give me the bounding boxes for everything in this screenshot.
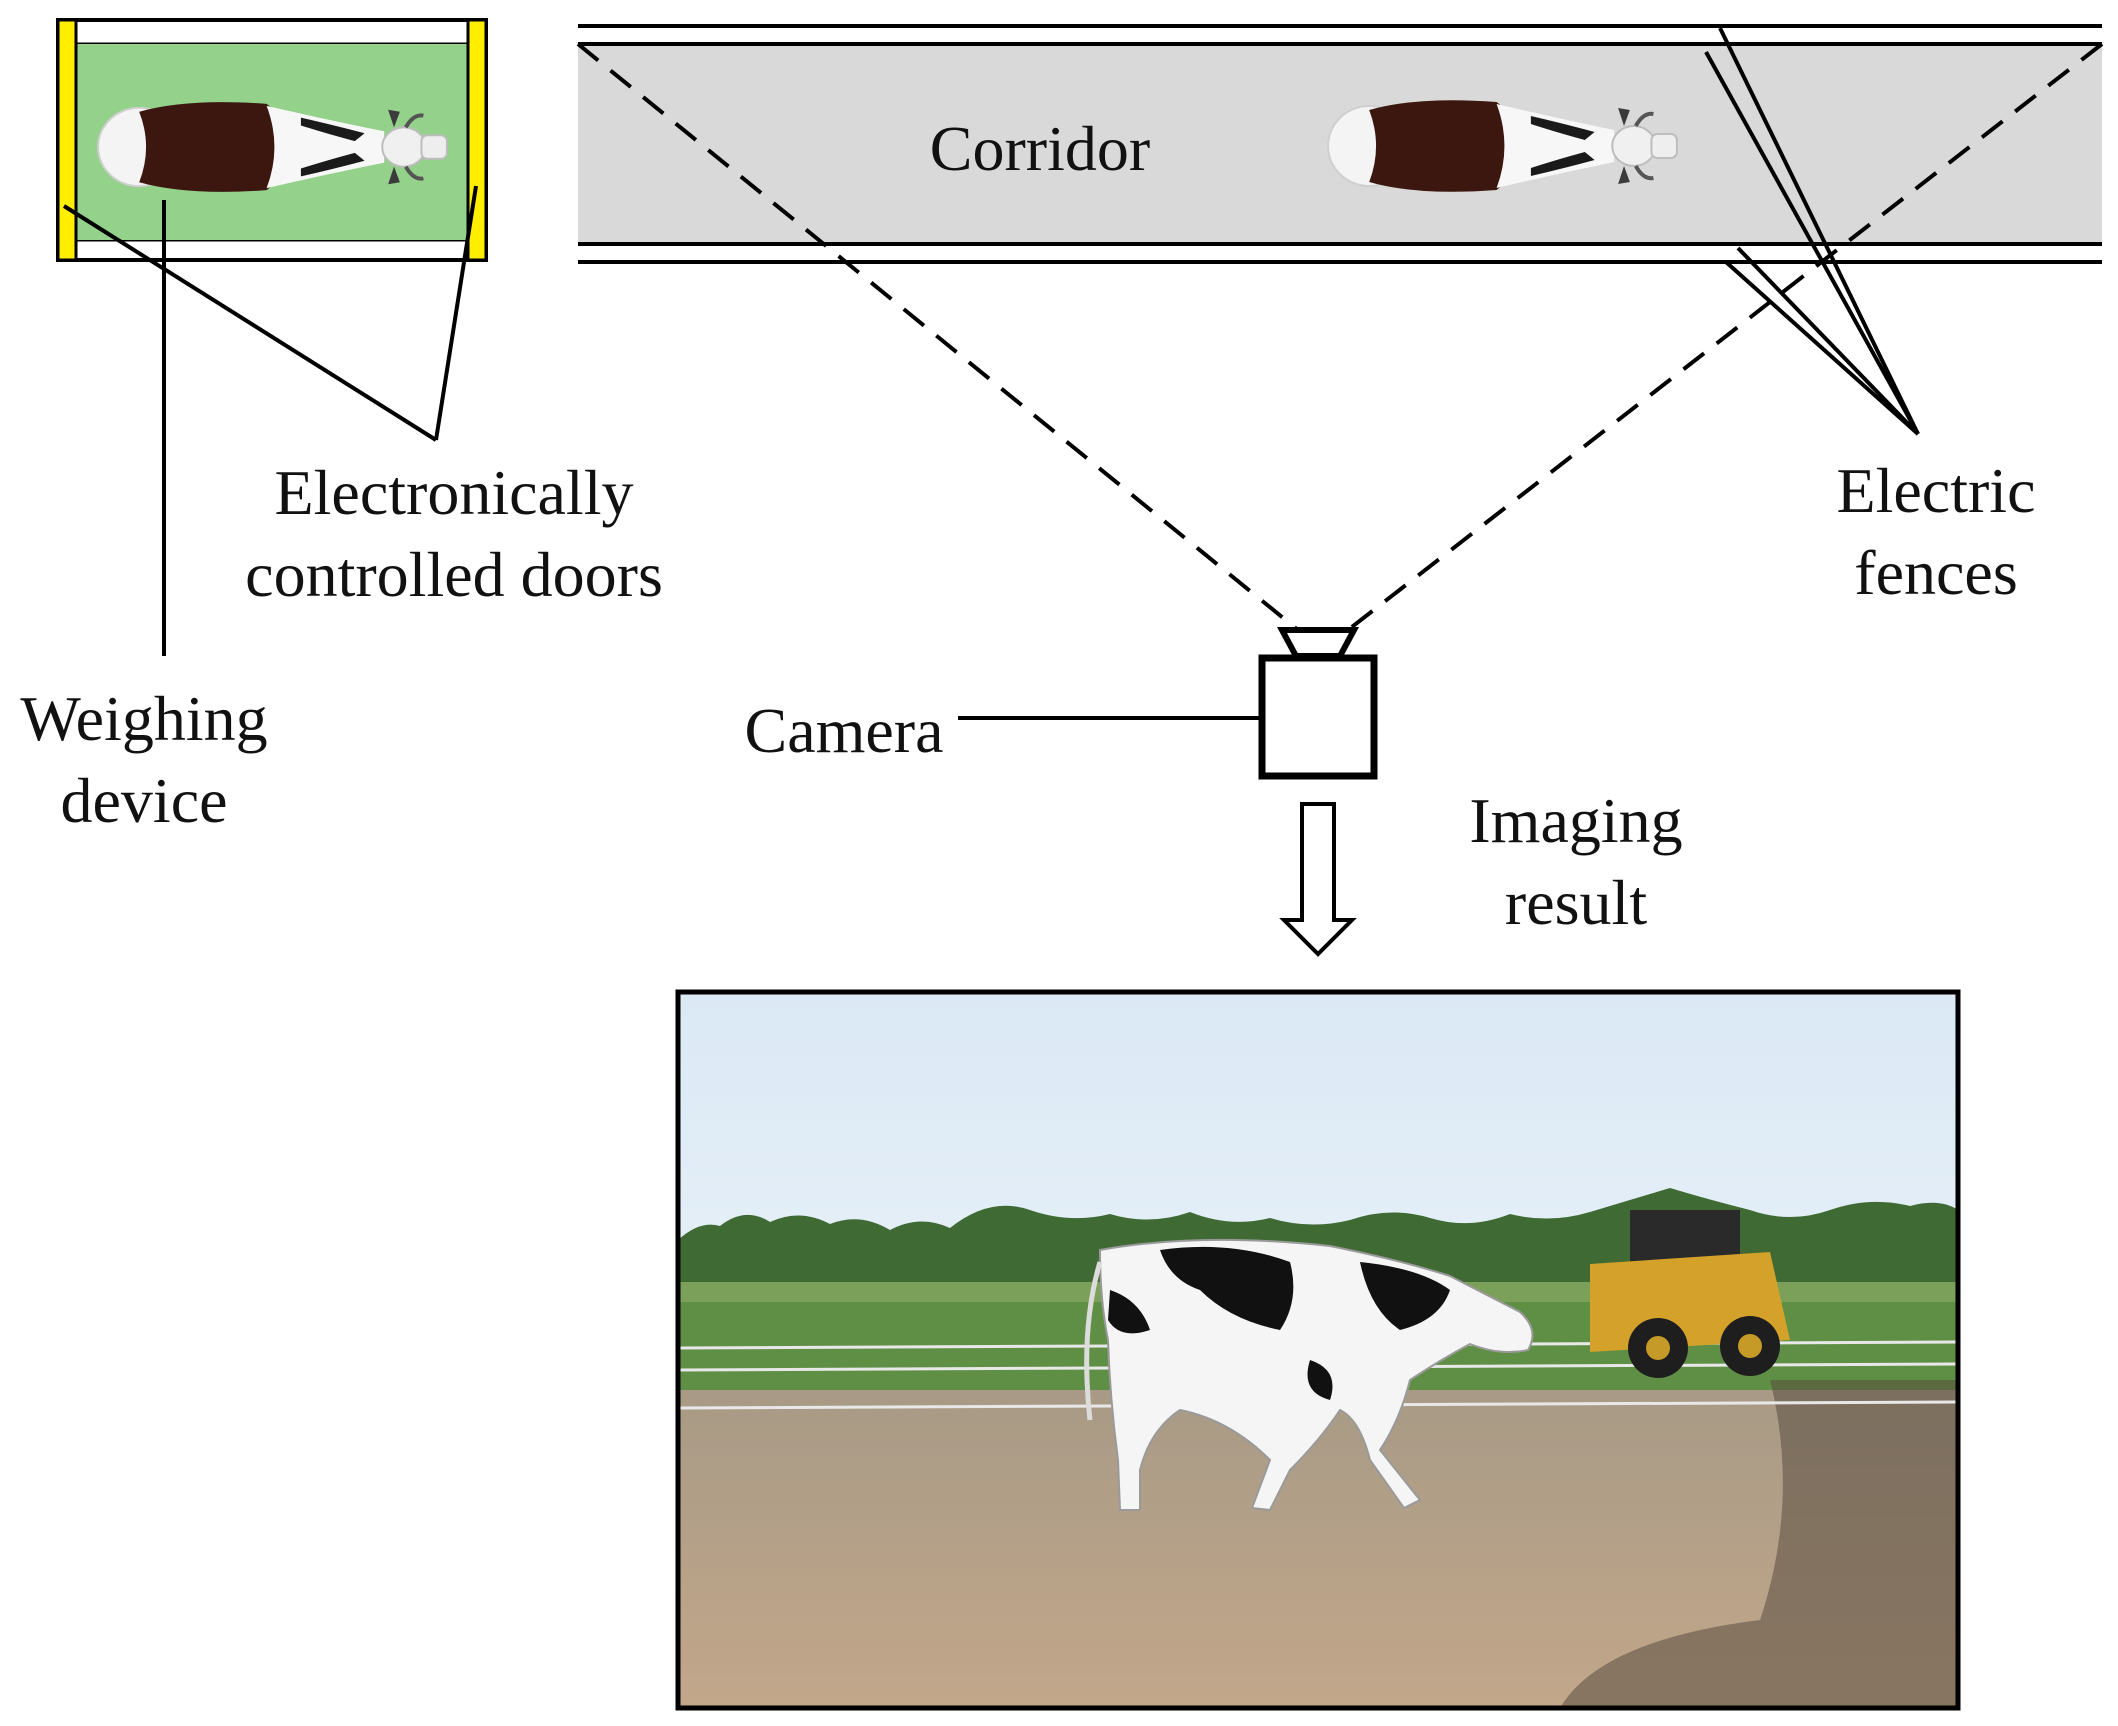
cow-top-view-icon [96, 100, 449, 194]
fov-right-ray [1346, 42, 2104, 632]
camera-field-of-view [576, 42, 2104, 632]
fence-leader-4 [1724, 260, 1920, 436]
fence-leader-3 [1736, 246, 1920, 436]
down-arrow-icon [1279, 802, 1357, 957]
weighing-label-line1: Weighing [20, 683, 267, 754]
door-left [56, 18, 78, 262]
fov-left-ray [576, 42, 1300, 632]
corridor: Corridor [578, 24, 2102, 264]
camera-lens-icon [1276, 627, 1360, 659]
weighing-label-line2: device [61, 765, 228, 836]
fence-leader-1 [1718, 27, 1920, 435]
leader-lines [62, 27, 1920, 720]
imaging-result-photo [675, 989, 1961, 1711]
doors-label-line2: controlled doors [245, 539, 663, 610]
doors-leader-left [62, 204, 438, 442]
weighing-device [56, 18, 488, 262]
photo-skid-loader [1590, 1210, 1790, 1378]
imaging-label-line2: result [1505, 867, 1647, 938]
fence-leader-2 [1704, 51, 1920, 435]
photo-frame [675, 989, 1961, 1711]
photo-shadow [1560, 1380, 1958, 1708]
imaging-label-line1: Imaging [1469, 785, 1682, 856]
camera-icon [1258, 627, 1378, 780]
camera-label: Camera [745, 695, 944, 766]
doors-label-line1: Electronically [275, 457, 634, 528]
fences-label-line1: Electric [1837, 455, 2036, 526]
cow-top-view-icon [1326, 98, 1679, 194]
fences-label-line2: fences [1854, 537, 2017, 608]
corridor-label: Corridor [930, 113, 1150, 184]
camera-body [1258, 654, 1378, 780]
photo-cow [1084, 1238, 1534, 1512]
doors-leader-right [434, 185, 478, 441]
